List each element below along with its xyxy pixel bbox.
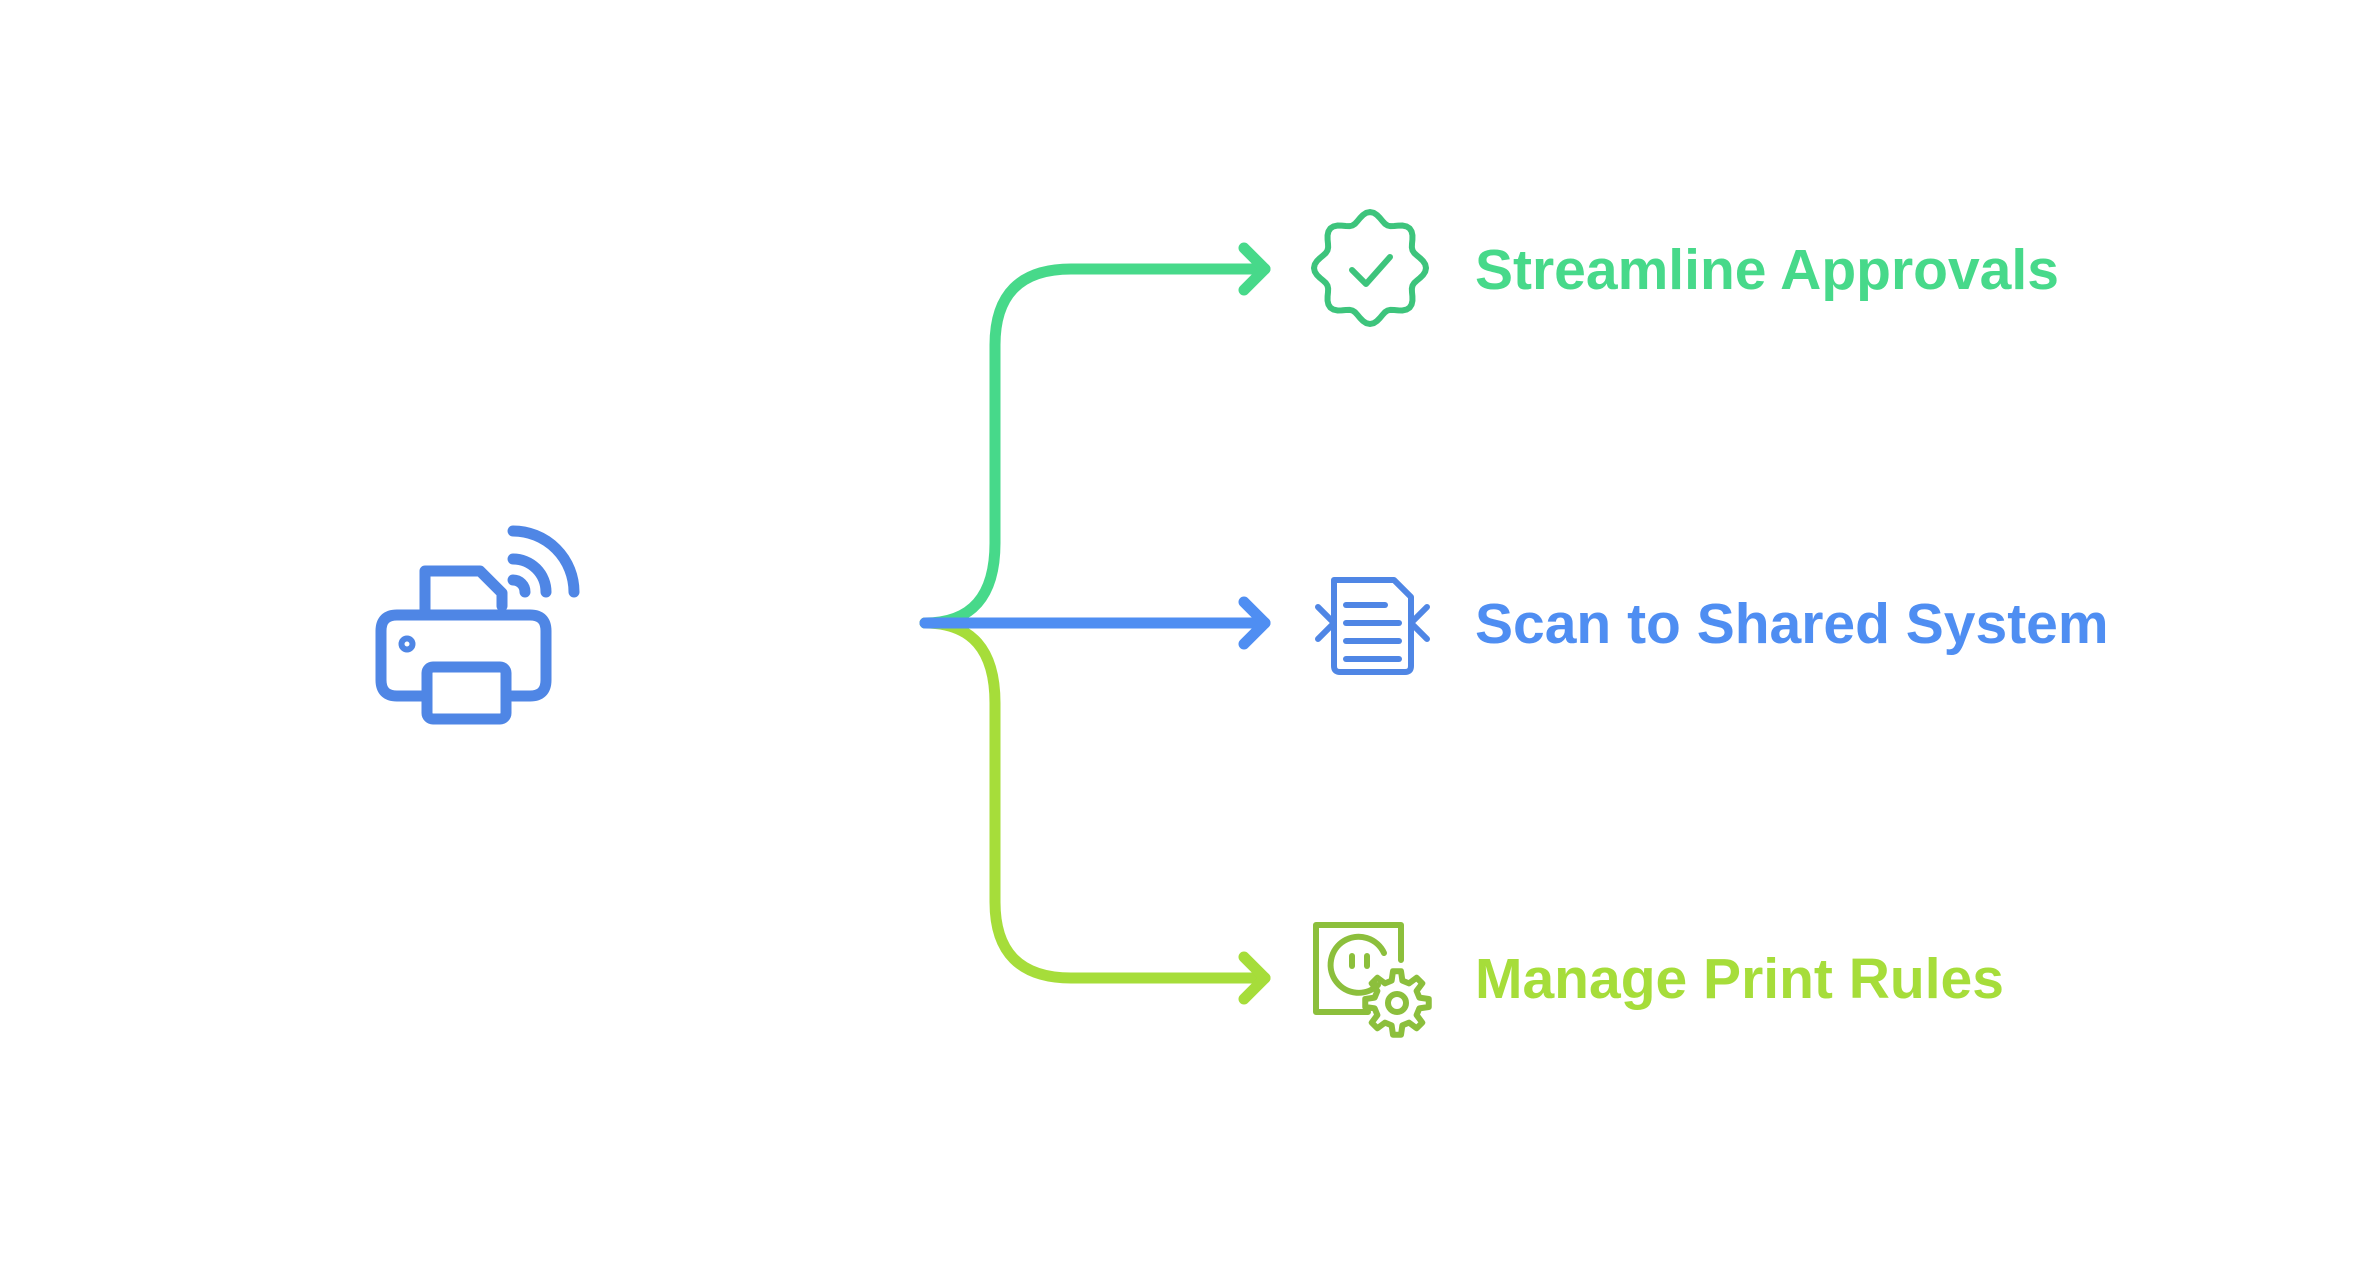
branch-label-rules: Manage Print Rules (1475, 947, 2004, 1011)
branch-label-scan: Scan to Shared System (1475, 592, 2109, 656)
branch-connector-rules (919, 617, 1271, 984)
branch-lines (919, 263, 1271, 984)
arrowhead-scan (1238, 596, 1271, 650)
wireless-printer-icon (375, 525, 580, 725)
policy-settings-icon (1313, 922, 1432, 1038)
branch-connector-approvals (919, 263, 1271, 629)
arrowhead-rules (1238, 951, 1271, 1005)
document-scan-icon (1315, 577, 1430, 675)
branch-label-approvals: Streamline Approvals (1475, 238, 2059, 302)
arrowhead-approvals (1238, 242, 1271, 296)
verified-badge-icon (1311, 209, 1429, 327)
